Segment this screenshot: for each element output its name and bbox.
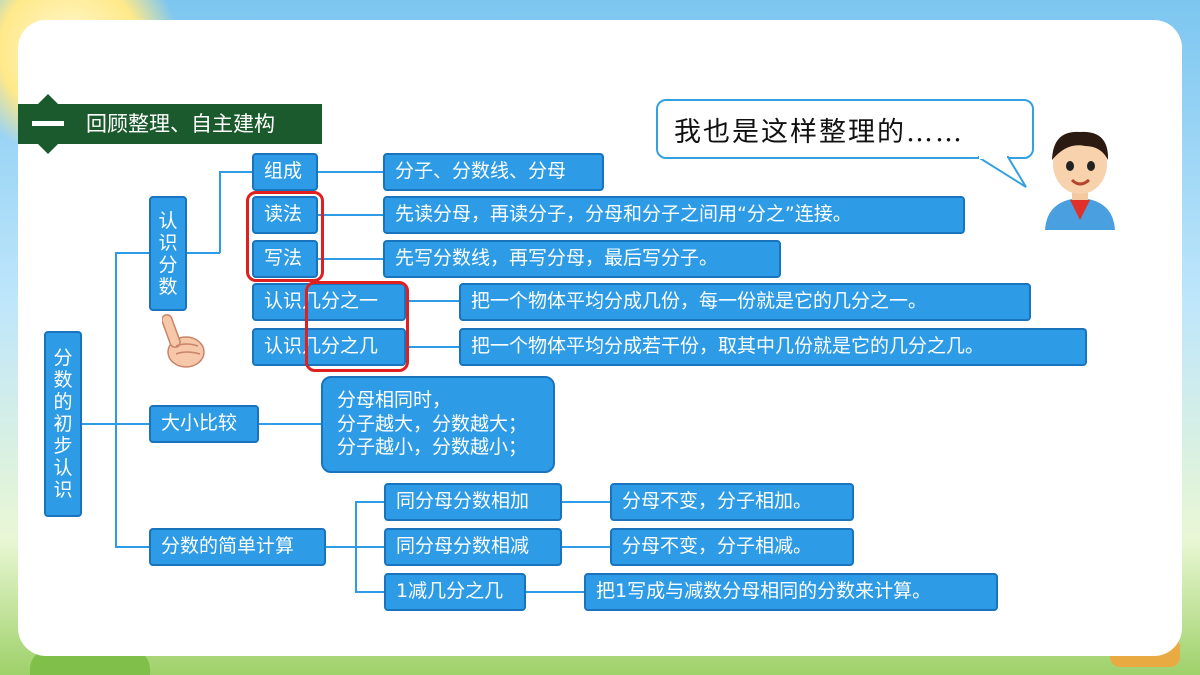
connector-line <box>115 423 151 425</box>
row-description: 把一个物体平均分成若干份，取其中几份就是它的几分之几。 <box>459 328 1087 366</box>
connector-line <box>562 546 612 548</box>
connector-line <box>115 252 117 548</box>
connector-line <box>406 300 460 302</box>
row-description: 分子、分数线、分母 <box>383 153 604 191</box>
row-description: 分母不变，分子相减。 <box>610 528 854 566</box>
connector-line <box>562 501 612 503</box>
row-label: 认识几分之一 <box>252 283 406 321</box>
connector-line <box>115 252 151 254</box>
vertical-char: 初 <box>53 413 73 435</box>
highlight-box-fraction-parts <box>305 281 409 372</box>
boy-character-illustration <box>1045 131 1115 230</box>
speech-bubble: 我也是这样整理的…… <box>656 99 1034 159</box>
connector-line <box>318 214 384 216</box>
row-label: 写法 <box>252 240 318 278</box>
branch-compare-size: 大小比较 <box>149 405 259 443</box>
row-label: 1减几分之几 <box>384 573 526 611</box>
vertical-char: 识 <box>158 231 178 254</box>
row-description: 把一个物体平均分成几份，每一份就是它的几分之一。 <box>459 283 1031 321</box>
connector-line <box>219 171 253 173</box>
row-description: 先读分母，再读分子，分母和分子之间用“分之”连接。 <box>383 196 965 234</box>
vertical-char: 分 <box>53 347 73 369</box>
row-description: 把1写成与减数分母相同的分数来计算。 <box>584 573 998 611</box>
highlight-box-read-write <box>246 191 324 282</box>
pointing-hand-icon <box>162 313 205 368</box>
speech-bubble-tail <box>978 155 1027 188</box>
row-description: 分母不变，分子相加。 <box>610 483 854 521</box>
connector-line <box>318 171 384 173</box>
root-node: 分数的初步认识 <box>44 331 82 517</box>
connector-line <box>355 591 385 593</box>
compare-rule-line: 分母相同时， <box>337 388 452 411</box>
row-label: 组成 <box>252 153 318 191</box>
vertical-char: 数 <box>53 369 73 391</box>
row-label: 同分母分数相加 <box>384 483 562 521</box>
branch-recognize-fractions: 认识分数 <box>149 196 187 311</box>
connector-line <box>326 546 356 548</box>
compare-rule-line: 分子越大，分数越大； <box>337 412 528 435</box>
connector-line <box>355 546 385 548</box>
connector-line <box>318 258 384 260</box>
connector-line <box>187 252 220 254</box>
vertical-char: 认 <box>53 457 73 479</box>
connector-line <box>259 423 323 425</box>
connector-line <box>406 346 460 348</box>
speech-bubble-text: 我也是这样整理的…… <box>674 116 964 148</box>
connector-line <box>219 171 221 253</box>
vertical-char: 认 <box>158 209 178 232</box>
root-node-label: 分数的初步认识 <box>53 347 72 501</box>
vertical-char: 识 <box>53 479 73 501</box>
vertical-char: 步 <box>53 435 73 457</box>
row-label: 读法 <box>252 196 318 234</box>
row-label: 认识几分之几 <box>252 328 406 366</box>
section-number-badge <box>18 94 78 154</box>
connector-line <box>115 546 151 548</box>
compare-rule-line: 分子越小，分数越小； <box>337 436 528 459</box>
connector-line <box>82 423 116 425</box>
row-label: 同分母分数相减 <box>384 528 562 566</box>
vertical-char: 分 <box>158 253 178 276</box>
row-description: 先写分数线，再写分母，最后写分子。 <box>383 240 781 278</box>
vertical-char: 数 <box>158 275 178 298</box>
section-title: 回顾整理、自主建构 <box>86 112 275 136</box>
branch-simple-calculation: 分数的简单计算 <box>149 528 326 566</box>
vertical-char: 的 <box>53 391 73 413</box>
compare-rule-box: 分母相同时， 分子越大，分数越大； 分子越小，分数越小； <box>321 376 555 473</box>
connector-line <box>526 591 586 593</box>
connector-line <box>355 501 385 503</box>
branch-label: 认识分数 <box>158 210 177 298</box>
